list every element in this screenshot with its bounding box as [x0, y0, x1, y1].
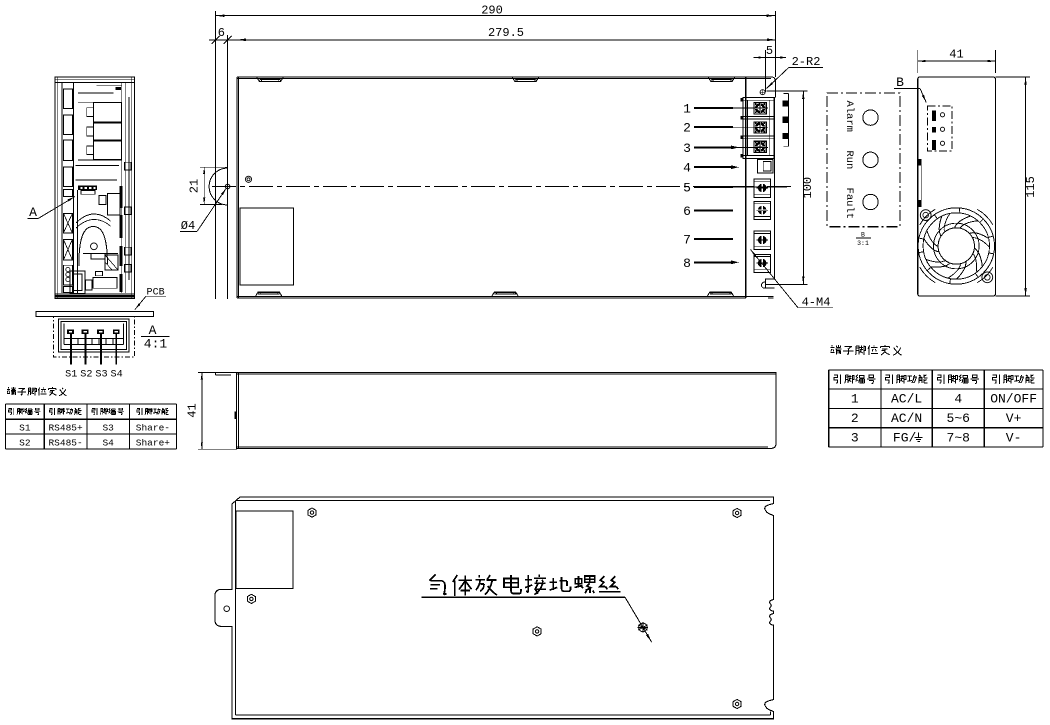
svg-text:5: 5 [766, 44, 773, 58]
svg-text:41: 41 [949, 48, 963, 62]
svg-text:2: 2 [851, 411, 859, 426]
svg-text:V-: V- [1006, 430, 1022, 445]
svg-text:290: 290 [481, 4, 503, 18]
svg-text:P: P [147, 288, 153, 299]
svg-text:S4: S4 [110, 370, 122, 381]
svg-text:Run: Run [843, 150, 855, 169]
svg-text:1: 1 [851, 392, 859, 407]
svg-text:3: 3 [851, 430, 859, 445]
svg-text:6: 6 [683, 204, 691, 219]
svg-text:ON/OFF: ON/OFF [990, 392, 1037, 407]
svg-text:3:1: 3:1 [857, 240, 869, 247]
svg-text:S4: S4 [102, 437, 114, 448]
svg-text:279.5: 279.5 [488, 26, 524, 40]
svg-text:CB: CB [153, 288, 165, 299]
svg-text:2: 2 [683, 121, 691, 136]
svg-text:FG/: FG/ [893, 430, 917, 445]
svg-text:5~6: 5~6 [947, 411, 970, 426]
svg-text:115: 115 [1024, 176, 1038, 198]
svg-text:Share-: Share- [136, 422, 170, 433]
svg-text:100: 100 [801, 177, 815, 199]
svg-text:4: 4 [954, 392, 962, 407]
svg-text:RS485+: RS485+ [48, 422, 83, 433]
svg-text:S1: S1 [65, 370, 77, 381]
svg-text:2-R2: 2-R2 [792, 55, 821, 69]
svg-text:4: 4 [683, 161, 691, 176]
svg-text:S2: S2 [19, 437, 31, 448]
svg-text:AC/L: AC/L [891, 392, 922, 407]
svg-text:A: A [29, 205, 37, 220]
svg-text:Fault: Fault [843, 188, 855, 220]
svg-text:8: 8 [683, 256, 691, 271]
svg-text:4:1: 4:1 [144, 337, 168, 352]
svg-text:RS485-: RS485- [48, 437, 82, 448]
svg-text:B: B [861, 232, 865, 239]
svg-text:AC/N: AC/N [891, 411, 922, 426]
svg-text:7: 7 [683, 232, 691, 247]
svg-text:S3: S3 [102, 422, 114, 433]
svg-text:S1: S1 [19, 422, 31, 433]
svg-text:Ø4: Ø4 [181, 219, 195, 233]
svg-text:S2: S2 [80, 370, 92, 381]
svg-text:6: 6 [218, 26, 225, 40]
svg-text:Share+: Share+ [136, 437, 171, 448]
svg-text:5: 5 [683, 181, 691, 196]
svg-text:21: 21 [188, 179, 202, 193]
svg-text:4-M4: 4-M4 [802, 296, 831, 310]
svg-text:A: A [149, 323, 157, 338]
svg-text:3: 3 [683, 141, 691, 156]
svg-text:Alarm: Alarm [843, 100, 855, 132]
svg-text:B: B [896, 75, 904, 90]
svg-text:S3: S3 [95, 370, 107, 381]
svg-text:41: 41 [185, 403, 199, 417]
svg-text:1: 1 [683, 101, 691, 116]
svg-text:V+: V+ [1006, 411, 1022, 426]
svg-text:7~8: 7~8 [947, 430, 970, 445]
